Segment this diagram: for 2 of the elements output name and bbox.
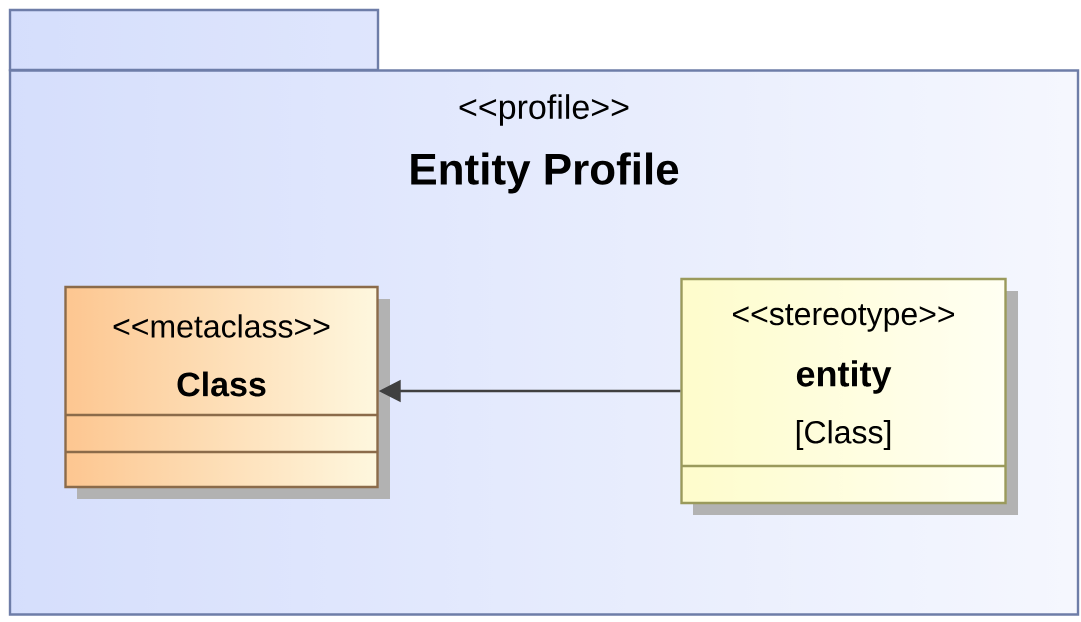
stereotype-box: <<stereotype>> entity [Class]: [680, 277, 1018, 515]
class-box: <<metaclass>> Class: [64, 285, 390, 499]
